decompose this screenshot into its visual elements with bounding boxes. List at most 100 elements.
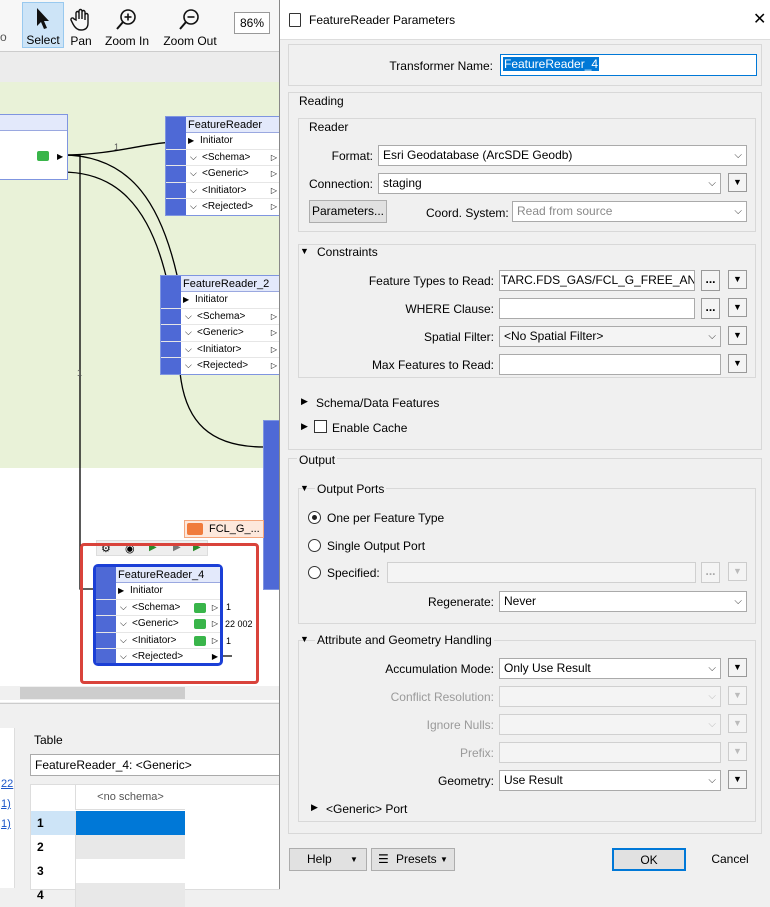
offscreen-node[interactable] — [263, 420, 280, 590]
specified-radio[interactable] — [308, 566, 321, 579]
table-source-selector[interactable]: FeatureReader_4: <Generic> — [30, 754, 280, 776]
eye-icon[interactable]: ◉ — [125, 543, 135, 555]
chevron-down-icon[interactable]: ⌵ — [120, 601, 127, 612]
parameters-button[interactable]: Parameters... — [309, 200, 387, 223]
workspace-canvas[interactable]: 1 1 ▶ FeatureReader ▶Initiator⌵<Schema>▷… — [0, 52, 280, 702]
accumulation-mode-dropdown[interactable]: Only Use Result⌵ — [499, 658, 721, 679]
chevron-down-icon[interactable]: ⌵ — [120, 651, 127, 661]
conflict-resolution-menu-button[interactable]: ▼ — [728, 686, 747, 705]
single-output-port-radio[interactable] — [308, 539, 321, 552]
where-clause-input[interactable] — [499, 298, 695, 319]
max-features-input[interactable] — [499, 354, 721, 375]
table-row[interactable]: 4 — [31, 883, 185, 907]
chevron-down-icon[interactable]: ⌵ — [120, 618, 127, 628]
output-port[interactable]: ⌵<Rejected>▷ — [161, 358, 279, 375]
run-from-icon[interactable]: ▶ — [193, 542, 201, 553]
transformer-name-input[interactable]: FeatureReader_4 — [500, 54, 757, 76]
run-icon[interactable]: ▶ — [149, 542, 157, 553]
link-fragment[interactable]: 1) — [1, 818, 11, 830]
input-port[interactable]: ▶Initiator — [96, 583, 220, 600]
table-column-header[interactable]: <no schema> — [75, 785, 185, 810]
geometry-menu-button[interactable]: ▼ — [728, 770, 747, 789]
schema-data-features-label[interactable]: Schema/Data Features — [316, 396, 440, 410]
scrollbar-thumb[interactable] — [20, 687, 185, 699]
where-clause-menu-button[interactable]: ▼ — [728, 298, 747, 317]
presets-button[interactable]: ☰ Presets ▼ — [371, 848, 455, 871]
gear-icon[interactable]: ⚙ — [101, 543, 111, 555]
specified-ports-input[interactable] — [387, 562, 696, 583]
inspect-icon[interactable] — [194, 619, 206, 629]
enable-cache-checkbox[interactable] — [314, 420, 327, 433]
chevron-down-icon[interactable]: ⌵ — [185, 327, 192, 337]
horizontal-scrollbar[interactable] — [0, 686, 280, 700]
specified-ports-browse-button[interactable]: ... — [701, 562, 720, 583]
table-row[interactable]: 1 — [31, 811, 185, 835]
ignore-nulls-menu-button[interactable]: ▼ — [728, 714, 747, 733]
connection-menu-button[interactable]: ▼ — [728, 173, 747, 192]
collapse-triangle-icon[interactable]: ▼ — [300, 634, 309, 644]
prefix-input[interactable] — [499, 742, 721, 763]
format-dropdown[interactable]: Esri Geodatabase (ArcSDE Geodb)⌵ — [378, 145, 747, 166]
table-row[interactable]: 3 — [31, 859, 185, 883]
chevron-down-icon[interactable]: ⌵ — [185, 343, 192, 354]
featurereader-2-node[interactable]: FeatureReader_2 ▶Initiator⌵<Schema>▷⌵<Ge… — [160, 275, 280, 375]
inspect-icon[interactable] — [194, 635, 206, 646]
collapse-triangle-icon[interactable]: ▼ — [300, 246, 309, 256]
expand-triangle-icon[interactable]: ▶ — [301, 421, 308, 431]
table-cell[interactable] — [75, 859, 185, 883]
generic-port-label[interactable]: <Generic> Port — [326, 802, 408, 816]
output-port[interactable]: ⌵<Schema>▷ — [96, 600, 220, 616]
conflict-resolution-dropdown[interactable]: ⌵ — [499, 686, 721, 707]
table-cell[interactable] — [75, 835, 185, 859]
accumulation-mode-menu-button[interactable]: ▼ — [728, 658, 747, 677]
connection-dropdown[interactable]: staging⌵ — [378, 173, 721, 194]
close-icon[interactable]: ✕ — [753, 11, 767, 28]
output-port[interactable]: ⌵<Rejected>▷ — [166, 199, 279, 216]
coord-system-dropdown[interactable]: Read from source⌵ — [512, 201, 747, 222]
spatial-filter-dropdown[interactable]: <No Spatial Filter>⌵ — [499, 326, 721, 347]
featurereader-node[interactable]: FeatureReader ▶Initiator⌵<Schema>▷⌵<Gene… — [165, 116, 280, 216]
feature-types-menu-button[interactable]: ▼ — [728, 270, 747, 289]
table-cell[interactable] — [75, 883, 185, 907]
output-port[interactable]: ⌵<Initiator>▷ — [161, 342, 279, 358]
output-port[interactable]: ⌵<Initiator>▷ — [166, 183, 279, 199]
link-fragment[interactable]: 1) — [1, 798, 11, 810]
spatial-filter-menu-button[interactable]: ▼ — [728, 326, 747, 345]
chevron-down-icon[interactable]: ⌵ — [190, 184, 197, 195]
feature-type-tag[interactable]: FCL_G_... — [184, 520, 264, 538]
pan-tool-button[interactable]: Pan — [66, 2, 96, 48]
inspect-icon[interactable] — [37, 151, 49, 161]
featurereader-4-node[interactable]: FeatureReader_4 ▶Initiator⌵<Schema>▷⌵<Ge… — [93, 564, 223, 666]
cancel-button[interactable]: Cancel — [694, 848, 766, 871]
input-port[interactable]: ▶Initiator — [161, 292, 279, 309]
ok-button[interactable]: OK — [612, 848, 686, 871]
geometry-dropdown[interactable]: Use Result⌵ — [499, 770, 721, 791]
table-row[interactable]: 2 — [31, 835, 185, 859]
expand-triangle-icon[interactable]: ▶ — [301, 396, 308, 406]
run-to-icon[interactable]: ▶ — [173, 542, 181, 553]
output-port[interactable]: ⌵<Generic>▷ — [166, 166, 279, 183]
output-port[interactable]: ⌵<Schema>▷ — [161, 309, 279, 325]
specified-ports-menu-button[interactable]: ▼ — [728, 562, 747, 581]
output-port[interactable]: ⌵<Rejected>▶ — [96, 649, 220, 666]
help-button[interactable]: Help ▼ — [289, 848, 367, 871]
input-port[interactable]: ▶Initiator — [166, 133, 279, 150]
upstream-transformer[interactable]: ▶ — [0, 114, 68, 180]
zoom-level-field[interactable]: 86% — [234, 12, 270, 34]
chevron-down-icon[interactable]: ⌵ — [120, 634, 127, 645]
zoom-out-button[interactable]: Zoom Out — [158, 2, 222, 48]
chevron-down-icon[interactable]: ⌵ — [185, 360, 192, 370]
where-clause-editor-button[interactable]: ... — [701, 298, 720, 319]
table-cell[interactable] — [75, 811, 185, 835]
select-tool-button[interactable]: Select — [22, 2, 64, 48]
regenerate-dropdown[interactable]: Never⌵ — [499, 591, 747, 612]
feature-types-input[interactable]: TARC.FDS_GAS/FCL_G_FREE_ANNOT — [499, 270, 695, 291]
link-fragment[interactable]: 22 — [1, 778, 14, 790]
chevron-down-icon[interactable]: ⌵ — [185, 310, 192, 321]
feature-types-browse-button[interactable]: ... — [701, 270, 720, 291]
chevron-down-icon[interactable]: ⌵ — [190, 201, 197, 211]
chevron-down-icon[interactable]: ⌵ — [190, 151, 197, 162]
output-port[interactable]: ⌵<Generic>▷ — [96, 616, 220, 633]
zoom-in-button[interactable]: Zoom In — [102, 2, 152, 48]
prefix-menu-button[interactable]: ▼ — [728, 742, 747, 761]
